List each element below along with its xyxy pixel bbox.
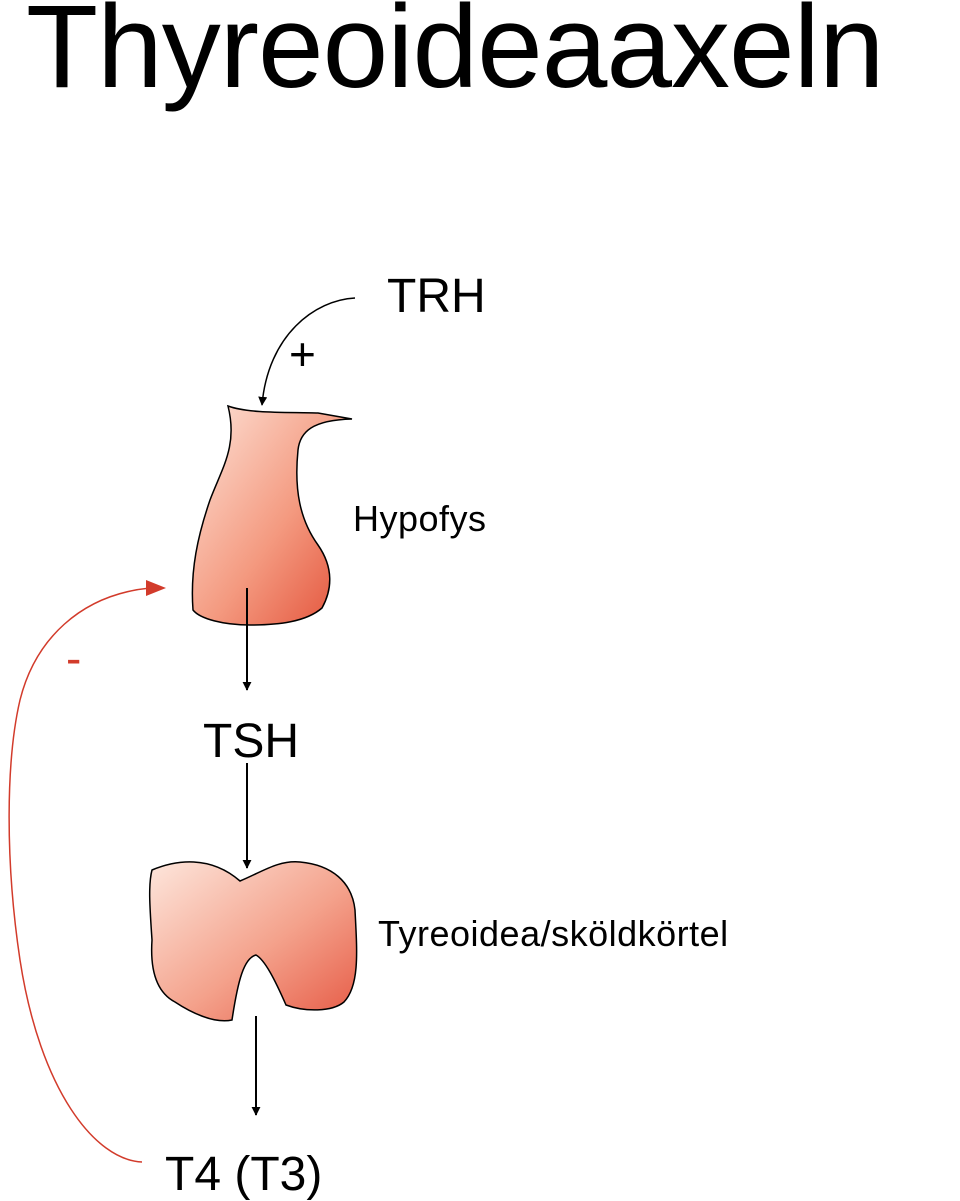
hypofys-label: Hypofys <box>353 498 487 539</box>
tsh-label: TSH <box>203 715 299 768</box>
trh-label: TRH <box>387 270 486 323</box>
feedback-arrowhead <box>146 580 166 596</box>
minus-sign: - <box>66 632 81 684</box>
page-title: Thyreoideaaxeln <box>26 0 884 113</box>
plus-sign: + <box>289 328 316 380</box>
trh-arrow <box>258 297 356 406</box>
tyreoidea-label: Tyreoidea/sköldkörtel <box>378 913 729 954</box>
feedback-curve <box>8 587 151 1163</box>
t4-label: T4 (T3) <box>165 1148 322 1201</box>
tyreoidea-shape <box>148 861 358 1022</box>
hypofys-shape <box>191 404 353 626</box>
